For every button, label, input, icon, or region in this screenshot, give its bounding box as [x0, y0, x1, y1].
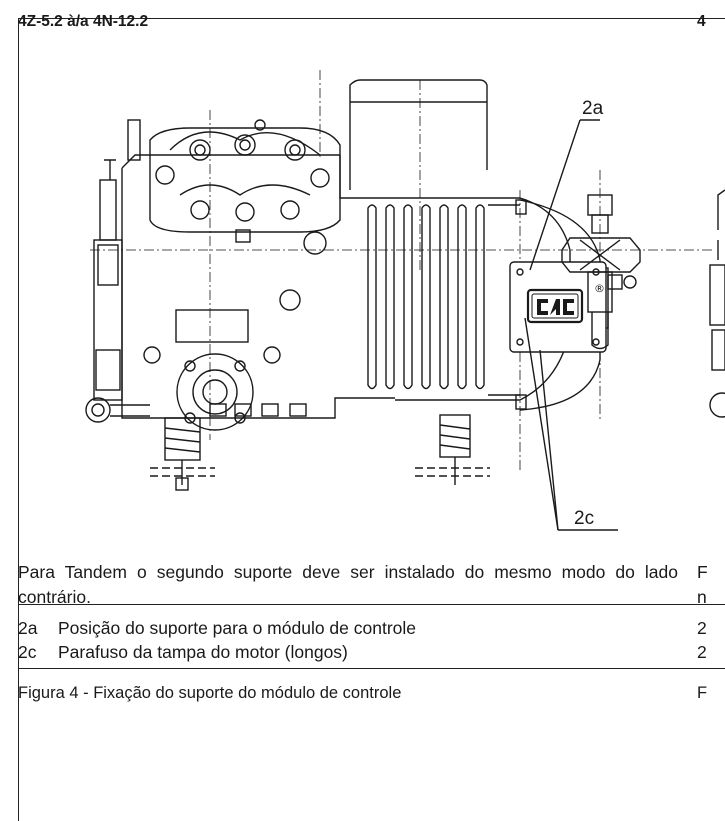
legend-code: 2c [18, 642, 37, 662]
divider-bottom [18, 668, 725, 669]
legend-code: 2a [18, 618, 38, 638]
registered-mark: ® [594, 282, 605, 295]
tandem-note-partial-line1: F [697, 562, 708, 582]
document-frame [18, 18, 725, 821]
tandem-note: Para Tandem o segundo suporte deve ser i… [18, 562, 678, 607]
legend-list: 2a Posição do suporte para o módulo de c… [18, 616, 416, 664]
section-title: 4Z-5.2 à/a 4N-12.2 [18, 13, 149, 30]
tandem-note-partial-line2: n [697, 587, 707, 607]
cic-logo [526, 288, 584, 324]
legend-text: Posição do suporte para o módulo de cont… [58, 618, 417, 638]
callout-2c: 2c [574, 508, 594, 529]
callout-2a: 2a [582, 98, 604, 119]
legend-item: 2a Posição do suporte para o módulo de c… [18, 616, 416, 640]
section-title-partial: 4 [697, 13, 706, 30]
tandem-note-partial: F n [697, 560, 708, 610]
figure-caption-partial: F [697, 684, 708, 702]
legend-text: Parafuso da tampa do motor (longos) [58, 642, 348, 662]
compressor-drawing: ® 2a 2c [85, 70, 725, 531]
legend-item: 2c Parafuso da tampa do motor (longos) [18, 640, 416, 664]
divider-top [18, 604, 725, 605]
legend-item-partial: 2 [697, 618, 707, 638]
figure-caption: Figura 4 - Fixação do suporte do módulo … [18, 684, 402, 702]
partial-drawing-right [709, 189, 725, 418]
legend-item-partial: 2 [697, 642, 707, 662]
legend-list-partial: 2 2 [697, 616, 707, 664]
